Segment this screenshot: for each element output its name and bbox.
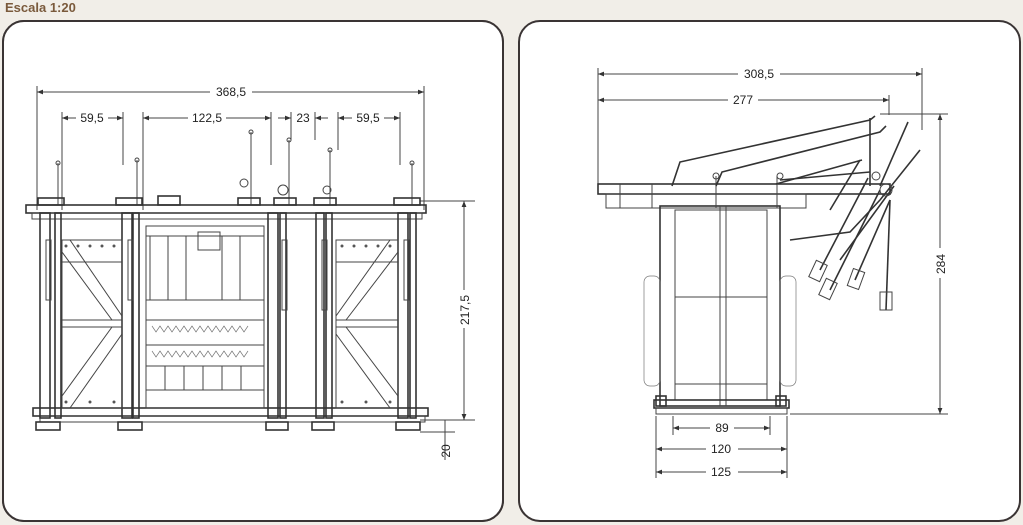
front-dimensions: 368,5 59,5 122,5 23 59,5 217,5 20 bbox=[36, 84, 475, 460]
side-view-drawing bbox=[597, 115, 921, 415]
side-dim-outer-base: 125 bbox=[711, 465, 731, 479]
front-dim-overall-width: 368,5 bbox=[216, 85, 246, 99]
front-dim-height: 217,5 bbox=[458, 295, 472, 325]
front-dim-center-section: 122,5 bbox=[192, 111, 222, 125]
scale-label: Escala 1:20 bbox=[5, 0, 76, 15]
front-view-drawing bbox=[25, 129, 429, 431]
side-dim-mid-base: 120 bbox=[711, 442, 731, 456]
front-dim-narrow-section: 23 bbox=[296, 111, 310, 125]
side-dim-inner-base: 89 bbox=[715, 421, 729, 435]
side-dimensions: 308,5 277 284 89 120 125 bbox=[597, 66, 948, 479]
front-dim-right-section: 59,5 bbox=[356, 111, 380, 125]
side-dim-height: 284 bbox=[934, 254, 948, 274]
front-dim-left-section: 59,5 bbox=[80, 111, 104, 125]
side-dim-inner-width: 277 bbox=[733, 93, 753, 107]
side-dim-overall-width: 308,5 bbox=[744, 67, 774, 81]
front-dim-base: 20 bbox=[439, 444, 453, 458]
front-view-panel bbox=[2, 20, 504, 522]
